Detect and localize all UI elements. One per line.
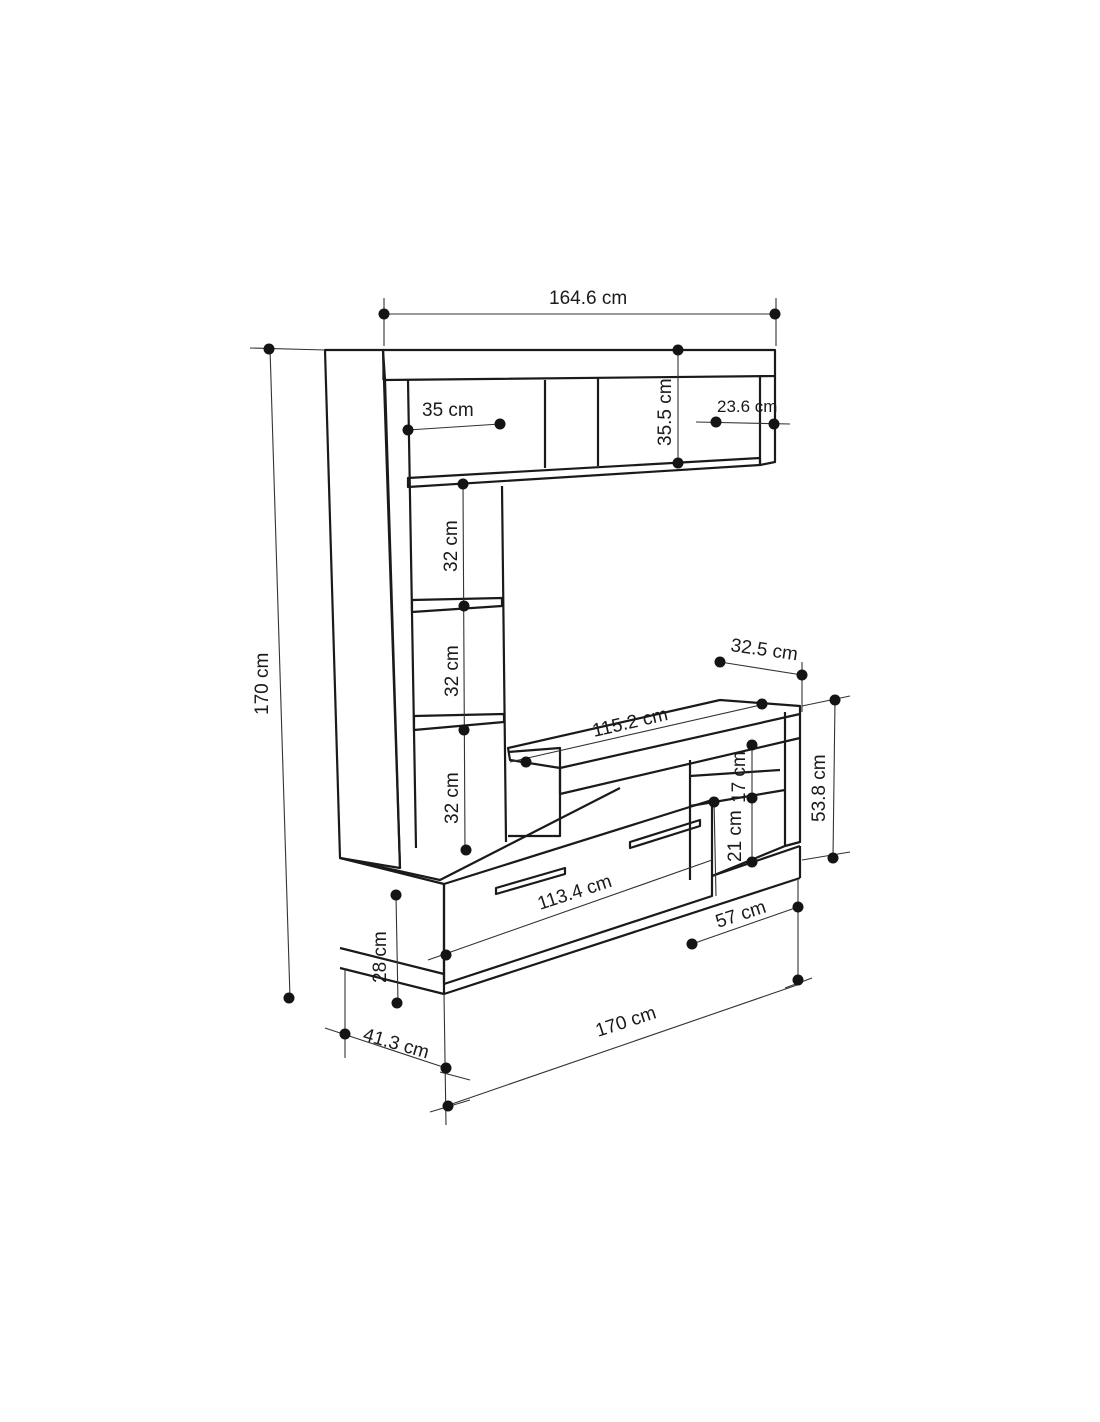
label-shelf-1: 32 cm [441, 520, 462, 572]
label-base-depth: 41.3 cm [361, 1025, 432, 1064]
label-top-depth: 23.6 cm [717, 397, 777, 416]
label-total-height: 170 cm [252, 653, 273, 715]
label-side-depth: 32.5 cm [729, 635, 799, 665]
label-top-width: 164.6 cm [549, 288, 627, 309]
label-base-height: 28 cm [370, 931, 391, 983]
label-shelf-2: 32 cm [442, 645, 463, 697]
furniture-outline [323, 348, 802, 996]
dimension-lines [249, 298, 851, 1126]
label-lower-shelf: 21 cm [725, 810, 746, 862]
label-small-shelf: 17 cm [729, 751, 750, 803]
label-tv-unit-width: 115.2 cm [590, 704, 670, 742]
dimension-labels: 164.6 cm 170 cm 35 cm 35.5 cm 23.6 cm 32… [252, 288, 830, 1063]
dimension-endpoints [263, 308, 841, 1112]
label-shelf-3: 32 cm [442, 772, 463, 824]
label-side-height: 53.8 cm [809, 754, 830, 822]
label-top-shelf-width: 35 cm [422, 400, 474, 421]
label-top-shelf-height: 35.5 cm [655, 378, 676, 446]
